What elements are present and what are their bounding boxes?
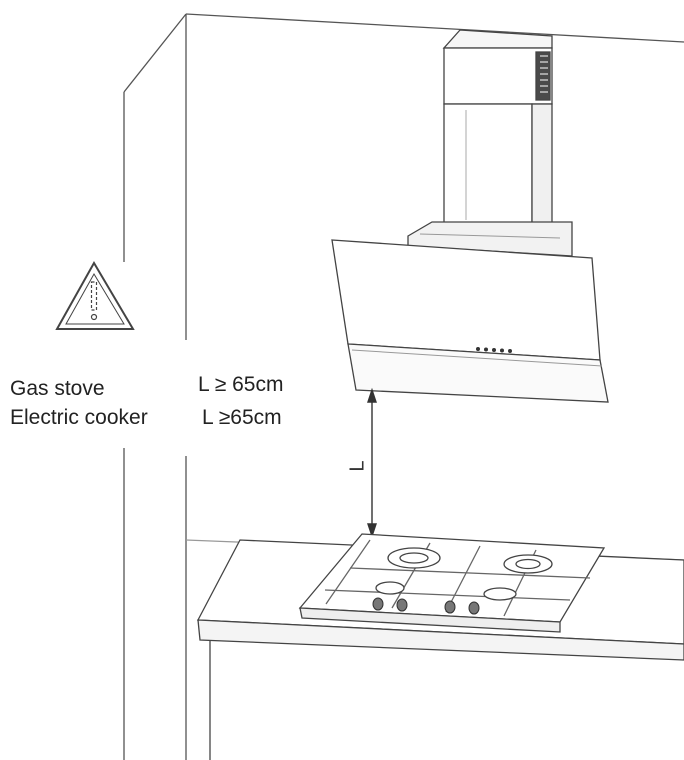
hood-glass-panel [331, 239, 609, 403]
electric-cooker-label: Electric cooker [10, 406, 148, 429]
gas-stove-clearance: L ≥ 65cm [198, 373, 284, 396]
dimension-letter: L [346, 460, 369, 472]
cooktop-knobs [372, 597, 480, 615]
chimney-upper [442, 29, 553, 105]
clearance-dimension-arrow [367, 387, 377, 539]
chimney-lower [443, 103, 553, 225]
gas-stove-label: Gas stove [10, 377, 105, 400]
warning-triangle-icon [55, 260, 135, 330]
hood-control-buttons [476, 347, 512, 353]
electric-cooker-clearance: L ≥65cm [202, 406, 282, 429]
